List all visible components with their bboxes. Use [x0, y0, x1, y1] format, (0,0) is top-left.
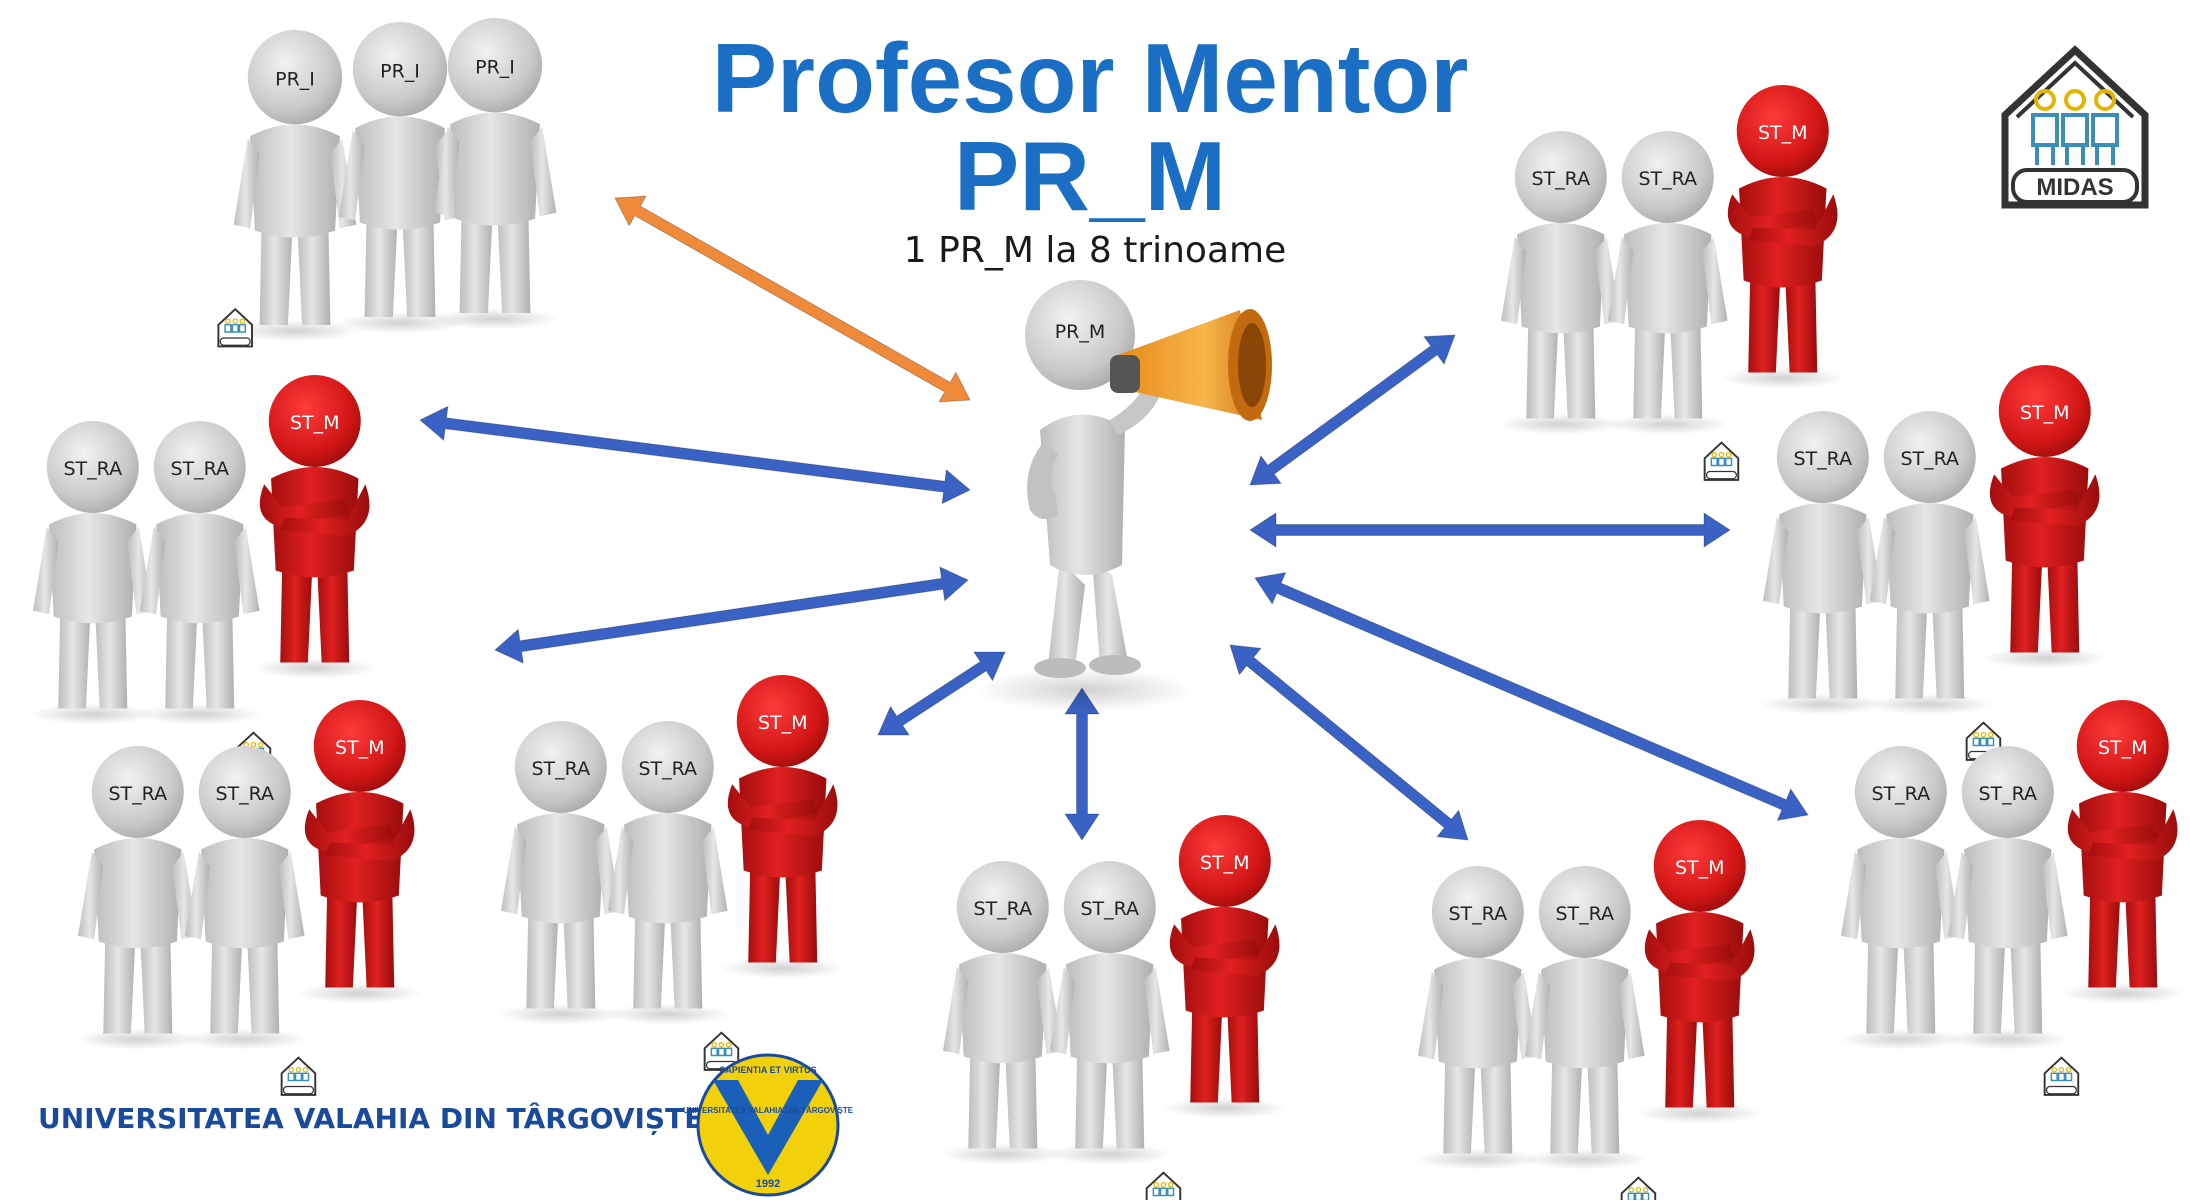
assistant-student-label: ST_RA	[531, 758, 590, 780]
arrow-trio-4	[1064, 687, 1100, 841]
university-logo-name: UNIVERSITATEA VALAHIA DIN TÂRGOVIȘTE	[683, 1106, 854, 1115]
trio-mentor: ST_M	[2059, 700, 2186, 1004]
arrow-trio-1	[419, 405, 971, 505]
arrow-trio-8	[1249, 334, 1456, 486]
mentor-figure: PR_M	[975, 280, 1272, 712]
trio-group: ST_RA ST_RA ST_M	[1414, 820, 1763, 1200]
instructor-1: PR_I	[230, 29, 360, 342]
instructors-group: PR_I PR_I PR_I	[217, 17, 560, 348]
midas-logo-label: MIDAS	[2036, 174, 2113, 201]
mentor-student-label: ST_M	[290, 412, 340, 434]
trio-assistant-1: ST_RA	[1497, 131, 1625, 435]
instructor-2: PR_I	[335, 21, 465, 334]
assistant-student-label: ST_RA	[638, 758, 697, 780]
trio-assistant-2: ST_RA	[181, 746, 308, 1050]
arrow-instructors	[614, 195, 971, 403]
trio-group: ST_RA ST_RA ST_M	[939, 815, 1288, 1200]
trio-group: ST_RA ST_RA ST_M	[74, 700, 423, 1096]
trio-assistant-1: ST_RA	[74, 746, 202, 1050]
trio-group: ST_RA ST_RA ST_M	[1759, 365, 2108, 761]
midas-badge	[2043, 1056, 2080, 1096]
midas-badge	[1145, 1171, 1182, 1200]
trio-assistant-2: ST_RA	[1944, 746, 2071, 1050]
assistant-student-label: ST_RA	[1555, 903, 1614, 925]
trio-assistant-2: ST_RA	[1521, 866, 1648, 1170]
mentor-label: PR_M	[1055, 321, 1106, 343]
arrow-trio-5	[1229, 644, 1469, 841]
trio-group: ST_RA ST_RA ST_M	[1497, 85, 1846, 481]
trio-group: ST_RA ST_RA ST_M	[1837, 700, 2186, 1096]
assistant-student-label: ST_RA	[1448, 903, 1507, 925]
trio-mentor: ST_M	[1719, 85, 1846, 389]
title-line-1: Profesor Mentor	[711, 23, 1469, 133]
trio-assistant-1: ST_RA	[29, 421, 157, 725]
assistant-student-label: ST_RA	[1900, 448, 1959, 470]
arrows-layer	[419, 195, 1809, 841]
assistant-student-label: ST_RA	[63, 458, 122, 480]
assistant-student-label: ST_RA	[1793, 448, 1852, 470]
midas-badge	[1703, 441, 1740, 481]
arrow-trio-7	[1249, 512, 1731, 548]
trio-mentor: ST_M	[1636, 820, 1763, 1124]
trio-assistant-2: ST_RA	[604, 721, 731, 1025]
arrow-trio-6	[1254, 571, 1809, 822]
mentor-student-label: ST_M	[1758, 122, 1808, 144]
midas-logo: MIDAS	[2001, 45, 2149, 209]
trio-mentor: ST_M	[1161, 815, 1288, 1119]
trio-mentor: ST_M	[296, 700, 423, 1004]
trio-assistant-1: ST_RA	[1837, 746, 1965, 1050]
title-line-2: PR_M	[953, 121, 1227, 231]
trio-mentor: ST_M	[719, 675, 846, 979]
trio-assistant-1: ST_RA	[497, 721, 625, 1025]
midas-badge	[217, 307, 253, 348]
assistant-student-label: ST_RA	[973, 898, 1032, 920]
trio-mentor: ST_M	[251, 375, 378, 679]
mentor-student-label: ST_M	[1675, 857, 1725, 879]
assistant-student-label: ST_RA	[1080, 898, 1139, 920]
assistant-student-label: ST_RA	[108, 783, 167, 805]
assistant-student-label: ST_RA	[1871, 783, 1930, 805]
assistant-student-label: ST_RA	[1638, 168, 1697, 190]
trio-assistant-1: ST_RA	[1414, 866, 1542, 1170]
mentor-student-label: ST_M	[2098, 737, 2148, 759]
mentor-student-label: ST_M	[335, 737, 385, 759]
trio-assistant-2: ST_RA	[136, 421, 263, 725]
university-logo-motto: SAPIENTIA ET VIRTUS	[719, 1065, 816, 1075]
trio-mentor: ST_M	[1981, 365, 2108, 669]
university-logo-year: 1992	[756, 1178, 780, 1190]
assistant-student-label: ST_RA	[170, 458, 229, 480]
assistant-student-label: ST_RA	[1531, 168, 1590, 190]
university-name: UNIVERSITATEA VALAHIA DIN TÂRGOVIȘTE	[38, 1102, 704, 1135]
assistant-student-label: PR_I	[380, 60, 420, 82]
trio-group: ST_RA ST_RA ST_M	[497, 675, 846, 1071]
trio-assistant-2: ST_RA	[1866, 411, 1993, 715]
university-logo: SAPIENTIA ET VIRTUS UNIVERSITATEA VALAHI…	[683, 1053, 854, 1197]
trio-assistant-1: ST_RA	[939, 861, 1067, 1165]
arrow-trio-2	[494, 566, 969, 664]
assistant-student-label: PR_I	[275, 68, 315, 90]
mentor-student-label: ST_M	[1200, 852, 1250, 874]
trio-group: ST_RA ST_RA ST_M	[29, 375, 378, 771]
mentor-student-label: ST_M	[758, 712, 808, 734]
arrow-trio-3	[877, 651, 1006, 736]
instructor-3: PR_I	[430, 17, 560, 330]
assistant-student-label: PR_I	[475, 56, 515, 78]
trio-assistant-2: ST_RA	[1604, 131, 1731, 435]
trio-assistant-2: ST_RA	[1046, 861, 1173, 1165]
trio-assistant-1: ST_RA	[1759, 411, 1887, 715]
assistant-student-label: ST_RA	[1978, 783, 2037, 805]
midas-badge	[280, 1056, 317, 1096]
mentor-student-label: ST_M	[2020, 402, 2070, 424]
assistant-student-label: ST_RA	[215, 783, 274, 805]
subtitle: 1 PR_M la 8 trinoame	[903, 230, 1287, 271]
midas-badge	[1620, 1176, 1657, 1200]
